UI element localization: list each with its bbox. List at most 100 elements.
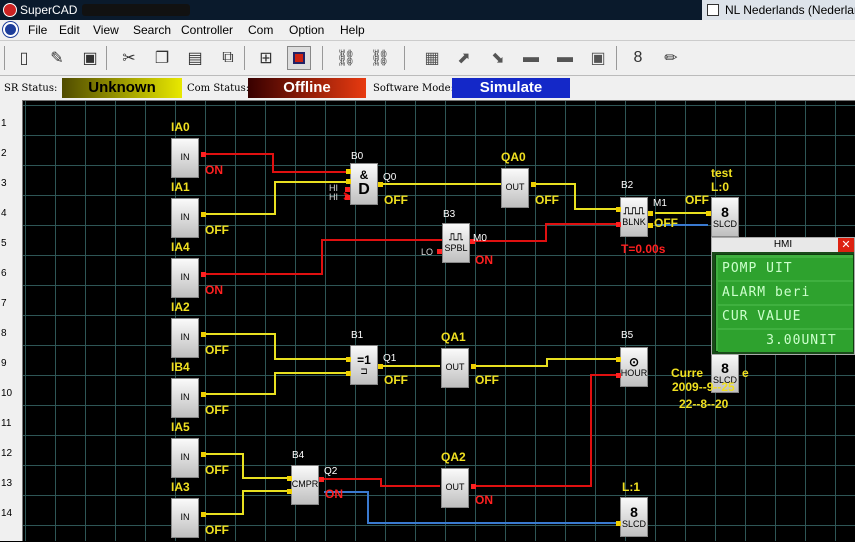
language-label: NL Nederlands (Nederland) xyxy=(725,3,855,17)
pin-hi-1: HI xyxy=(329,183,338,193)
row-number: 13 xyxy=(1,478,13,489)
monitor-mode-icon[interactable]: 8 xyxy=(633,49,643,66)
stop-icon[interactable]: ▬ xyxy=(557,49,573,66)
display-current-label-end: e xyxy=(742,366,749,380)
input-ia0-label: IA0 xyxy=(171,120,190,134)
hmi-window[interactable]: HMI✕ POMP UIT ALARM beri CUR VALUE 3.00U… xyxy=(711,237,855,355)
blnk-block-b2[interactable]: ⎍⎍⎍BLNK xyxy=(620,197,648,237)
input-ia3-state: OFF xyxy=(205,523,229,537)
run-icon[interactable]: ▬ xyxy=(523,49,539,66)
read-icon[interactable]: ▦ xyxy=(424,50,440,67)
software-mode-value: Simulate xyxy=(452,78,570,98)
app-logo-icon[interactable] xyxy=(3,22,18,37)
output-pin xyxy=(319,477,324,482)
block-type: IN xyxy=(180,512,190,523)
pin-lo: LO xyxy=(421,247,434,257)
cut-icon[interactable]: ✂ xyxy=(122,50,136,67)
xor-block-b1[interactable]: =1⊐ xyxy=(350,345,378,385)
hmi-line: CUR VALUE xyxy=(718,306,853,328)
monitor-icon[interactable] xyxy=(287,46,311,70)
menu-file[interactable]: File xyxy=(28,23,48,37)
input-block-ia4[interactable]: IN xyxy=(171,258,199,298)
clock-icon: ⊙ xyxy=(628,354,640,369)
output-block-qa1[interactable]: OUT xyxy=(441,348,469,388)
delete-icon[interactable]: ⧉ xyxy=(222,49,234,66)
block-type: IN xyxy=(180,332,190,343)
input-block-ia0[interactable]: IN xyxy=(171,138,199,178)
display-icon[interactable]: ▣ xyxy=(590,50,606,67)
sr-status-value: Unknown xyxy=(62,78,182,98)
block-b5-label: B5 xyxy=(621,330,634,341)
wire xyxy=(472,223,620,242)
hmi-line: POMP UIT xyxy=(718,258,853,280)
software-mode-label: Software Mode: xyxy=(373,83,454,94)
menu-help[interactable]: Help xyxy=(340,23,365,37)
display-digit: 8 xyxy=(721,203,729,220)
delay-icon: ⊐ xyxy=(360,365,368,376)
save-icon[interactable]: ▣ xyxy=(82,50,98,67)
app-icon xyxy=(3,3,17,17)
wire xyxy=(204,333,350,360)
toolbar-separator xyxy=(244,46,245,70)
block-b2-timer: T=0.00s xyxy=(621,242,666,256)
input-block-ia1[interactable]: IN xyxy=(171,198,199,238)
input-block-ia3[interactable]: IN xyxy=(171,498,199,538)
menu-search[interactable]: Search xyxy=(133,23,172,37)
cmpr-block-b4[interactable]: CMPR xyxy=(291,465,319,505)
menu-edit[interactable]: Edit xyxy=(59,23,80,37)
and-block-b0[interactable]: &D xyxy=(350,163,378,205)
link-icon[interactable]: ⛓ xyxy=(335,50,357,67)
row-number: 4 xyxy=(1,208,7,219)
input-ia2-label: IA2 xyxy=(171,300,190,314)
menu-com[interactable]: Com xyxy=(248,23,274,37)
hour-block-b5[interactable]: ⊙HOUR xyxy=(620,347,648,387)
language-indicator[interactable]: NL Nederlands (Nederland) xyxy=(702,0,855,20)
input-ia2-state: OFF xyxy=(205,343,229,357)
input-block-ib4[interactable]: IN xyxy=(171,378,199,418)
write-icon[interactable]: ⬈ xyxy=(457,50,471,67)
unlink-icon[interactable]: ⛓ xyxy=(369,50,391,67)
redacted-title-area xyxy=(82,4,190,16)
pulse-icon: ⎍⎍ xyxy=(449,232,463,244)
menu-view[interactable]: View xyxy=(93,23,119,37)
align-icon[interactable]: ⊞ xyxy=(259,50,273,67)
toolbar-separator xyxy=(4,46,5,70)
probe-icon[interactable]: ✏ xyxy=(664,50,678,67)
display-current-time: 22--8--20 xyxy=(679,397,729,411)
input-block-ia5[interactable]: IN xyxy=(171,438,199,478)
close-icon[interactable]: ✕ xyxy=(838,238,854,252)
output-qa1-state: OFF xyxy=(475,373,499,387)
copy-icon[interactable]: ❐ xyxy=(154,50,170,67)
block-b2-label: B2 xyxy=(621,180,634,191)
output-pin xyxy=(648,223,653,228)
output-block-qa2[interactable]: OUT xyxy=(441,468,469,508)
wire-layer xyxy=(204,153,708,524)
edit-icon[interactable]: ✎ xyxy=(50,50,64,67)
spbl-block-b3[interactable]: ⎍⎍SPBL xyxy=(442,223,470,263)
paste-icon[interactable]: ▤ xyxy=(187,50,203,67)
input-pin xyxy=(706,211,711,216)
output-pin xyxy=(378,364,383,369)
block-type: SLCD xyxy=(712,218,737,229)
wire xyxy=(534,183,620,210)
output-pin xyxy=(201,392,206,397)
wire xyxy=(204,181,347,215)
block-type: SPBL xyxy=(444,242,468,253)
com-status-label: Com Status: xyxy=(187,83,250,94)
output-block-qa0[interactable]: OUT xyxy=(501,168,529,208)
input-pin xyxy=(616,222,621,227)
block-type: IN xyxy=(180,452,190,463)
download-icon[interactable]: ⬊ xyxy=(491,50,505,67)
hmi-header: HMI✕ xyxy=(712,238,854,252)
output-qa0-label: QA0 xyxy=(501,150,526,164)
new-file-icon[interactable]: ▯ xyxy=(19,50,29,67)
toolbar-separator xyxy=(616,46,617,70)
row-number: 14 xyxy=(1,508,13,519)
input-block-ia2[interactable]: IN xyxy=(171,318,199,358)
menu-option[interactable]: Option xyxy=(289,23,325,37)
block-b0-output: Q0 xyxy=(383,172,397,183)
block-b1-output: Q1 xyxy=(383,353,397,364)
menu-controller[interactable]: Controller xyxy=(181,23,234,37)
